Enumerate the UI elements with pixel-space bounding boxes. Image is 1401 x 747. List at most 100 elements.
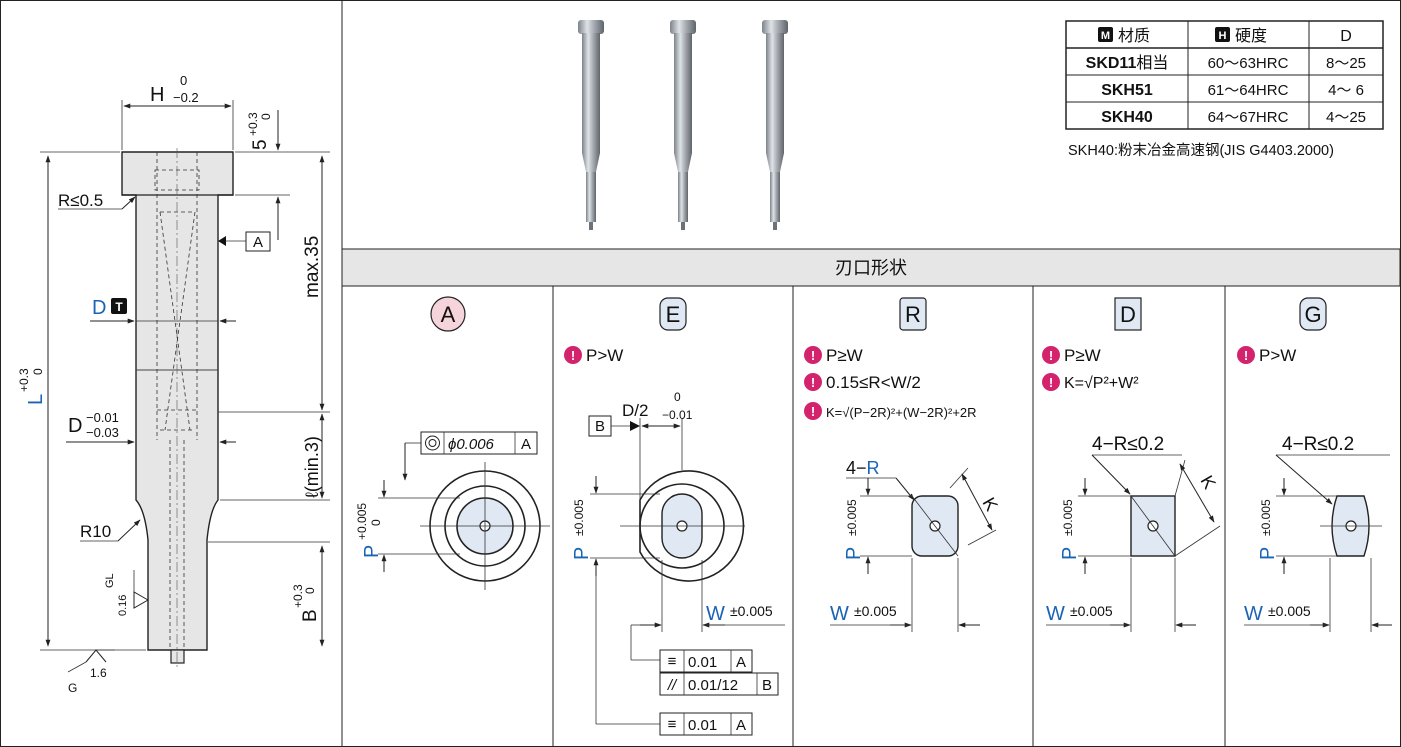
svg-text:60～63HRC: 60～63HRC [1208,55,1289,72]
svg-text:4−R: 4−R [846,458,880,478]
svg-text:D: D [1120,302,1136,327]
svg-text:P: P [1257,547,1279,560]
svg-text:P: P [361,545,383,558]
svg-text:P: P [571,547,593,560]
header-material: 材质 [1118,27,1150,45]
shape-g-badge [1299,297,1327,331]
shape-g-panel: G ! P>W 4−R≤0.2 P ±0.005 W ±0.005 [1237,297,1392,632]
svg-text:4−R≤0.2: 4−R≤0.2 [1282,434,1354,455]
svg-text:D: D [68,415,82,437]
svg-text:W: W [706,603,725,625]
svg-text:0: 0 [31,368,45,375]
svg-text://: // [667,677,678,694]
svg-text:0: 0 [674,390,681,404]
svg-text:D: D [92,297,106,319]
svg-text:0.01: 0.01 [688,654,717,671]
svg-text:−0.01: −0.01 [662,408,693,422]
condition-icon [804,346,822,364]
svg-text:T: T [115,300,123,314]
header-d: D [1340,28,1352,45]
svg-text:P: P [843,547,865,560]
condition-icon [804,402,822,420]
svg-text:±0.005: ±0.005 [1061,499,1075,536]
svg-text:E: E [666,302,681,327]
svg-text:A: A [736,717,746,734]
svg-text:K: K [1197,472,1220,492]
svg-text:±0.005: ±0.005 [1070,603,1113,619]
svg-text:±0.005: ±0.005 [845,499,859,536]
svg-text:!: ! [571,348,575,363]
shape-a-panel: A ϕ0.006 A P +0.005 0 [355,296,550,590]
svg-text:A: A [521,436,531,453]
hardness-badge [1215,27,1230,42]
fcf-symmetry-1 [659,649,753,673]
shape-r-badge [899,297,927,331]
section-title: 刃口形状 [835,258,907,278]
svg-text:R10: R10 [80,522,111,541]
shape-e-panel: E ! P>W B D/2 0 −0.01 P ±0.005 W ±0.005 [564,297,785,736]
svg-text:P≥W: P≥W [826,346,863,365]
svg-text:0: 0 [180,73,187,88]
svg-text:8～25: 8～25 [1326,55,1366,72]
header-hardness: 硬度 [1235,27,1267,45]
svg-text:5: 5 [250,139,271,150]
svg-text:4−R≤0.2: 4−R≤0.2 [1092,434,1164,455]
svg-text:K=√P²+W²: K=√P²+W² [1064,375,1139,392]
svg-text:±0.005: ±0.005 [572,499,586,536]
svg-text:!: ! [1049,348,1053,363]
svg-text:≡: ≡ [668,716,677,733]
table-row: SKD11相当 [1086,54,1169,72]
condition-icon [1042,373,1060,391]
svg-text:B: B [595,418,605,435]
svg-text:0.01/12: 0.01/12 [688,677,738,694]
svg-text:4～ 6: 4～ 6 [1328,82,1364,99]
svg-text:0.16: 0.16 [117,595,129,616]
punch-tip [170,649,185,664]
svg-text:0.01: 0.01 [688,717,717,734]
svg-text:H: H [150,84,164,106]
svg-text:ℓ(min.3): ℓ(min.3) [302,436,322,498]
svg-text:0: 0 [303,587,317,594]
shape-a-badge [430,296,466,332]
svg-text:61～64HRC: 61～64HRC [1208,82,1289,99]
condition-icon [804,373,822,391]
svg-text:!: ! [811,348,815,363]
shape-r-panel: R ! P≥W ! 0.15≤R<W/2 ! K=√(P−2R)²+(W−2R)… [804,297,1002,632]
svg-text:≡: ≡ [668,653,677,670]
svg-text:A: A [253,234,263,251]
svg-text:K=√(P−2R)²+(W−2R)²+2R: K=√(P−2R)²+(W−2R)²+2R [826,405,977,420]
svg-text:W: W [1244,603,1263,625]
svg-text:+0.3: +0.3 [291,584,305,608]
svg-text:R: R [905,302,921,327]
punch-outline [121,151,234,651]
punch-photo-3 [762,20,788,230]
svg-text:0: 0 [259,113,273,120]
svg-text:+0.3: +0.3 [17,368,31,392]
svg-text:G: G [68,681,77,695]
svg-text:64～67HRC: 64～67HRC [1208,109,1289,126]
shape-d-badge [1114,297,1142,331]
fcf-symmetry-2 [659,712,753,736]
shape-e-outline [639,470,745,582]
svg-text:0.15≤R<W/2: 0.15≤R<W/2 [826,373,921,392]
svg-text:P: P [1059,547,1081,560]
svg-text:!: ! [1244,348,1248,363]
svg-text:!: ! [811,404,815,419]
table-row: SKH40 [1101,109,1153,126]
svg-text:D/2: D/2 [622,401,648,420]
punch-drawing: H 0 −0.2 5 +0.3 0 R≤0.5 A max.35 D T [17,73,330,695]
shape-d-panel: D ! P≥W ! K=√P²+W² 4−R≤0.2 K P ±0.005 W … [1042,297,1221,632]
svg-text:P>W: P>W [1259,346,1296,365]
product-photo [578,20,788,230]
svg-text:0: 0 [369,519,383,526]
svg-text:max.35: max.35 [302,236,323,298]
material-badge [1098,27,1113,42]
svg-text:±0.005: ±0.005 [1268,603,1311,619]
svg-text:M: M [1101,30,1110,42]
svg-text:W: W [830,603,849,625]
svg-text:4～25: 4～25 [1326,109,1366,126]
condition-icon [564,346,582,364]
